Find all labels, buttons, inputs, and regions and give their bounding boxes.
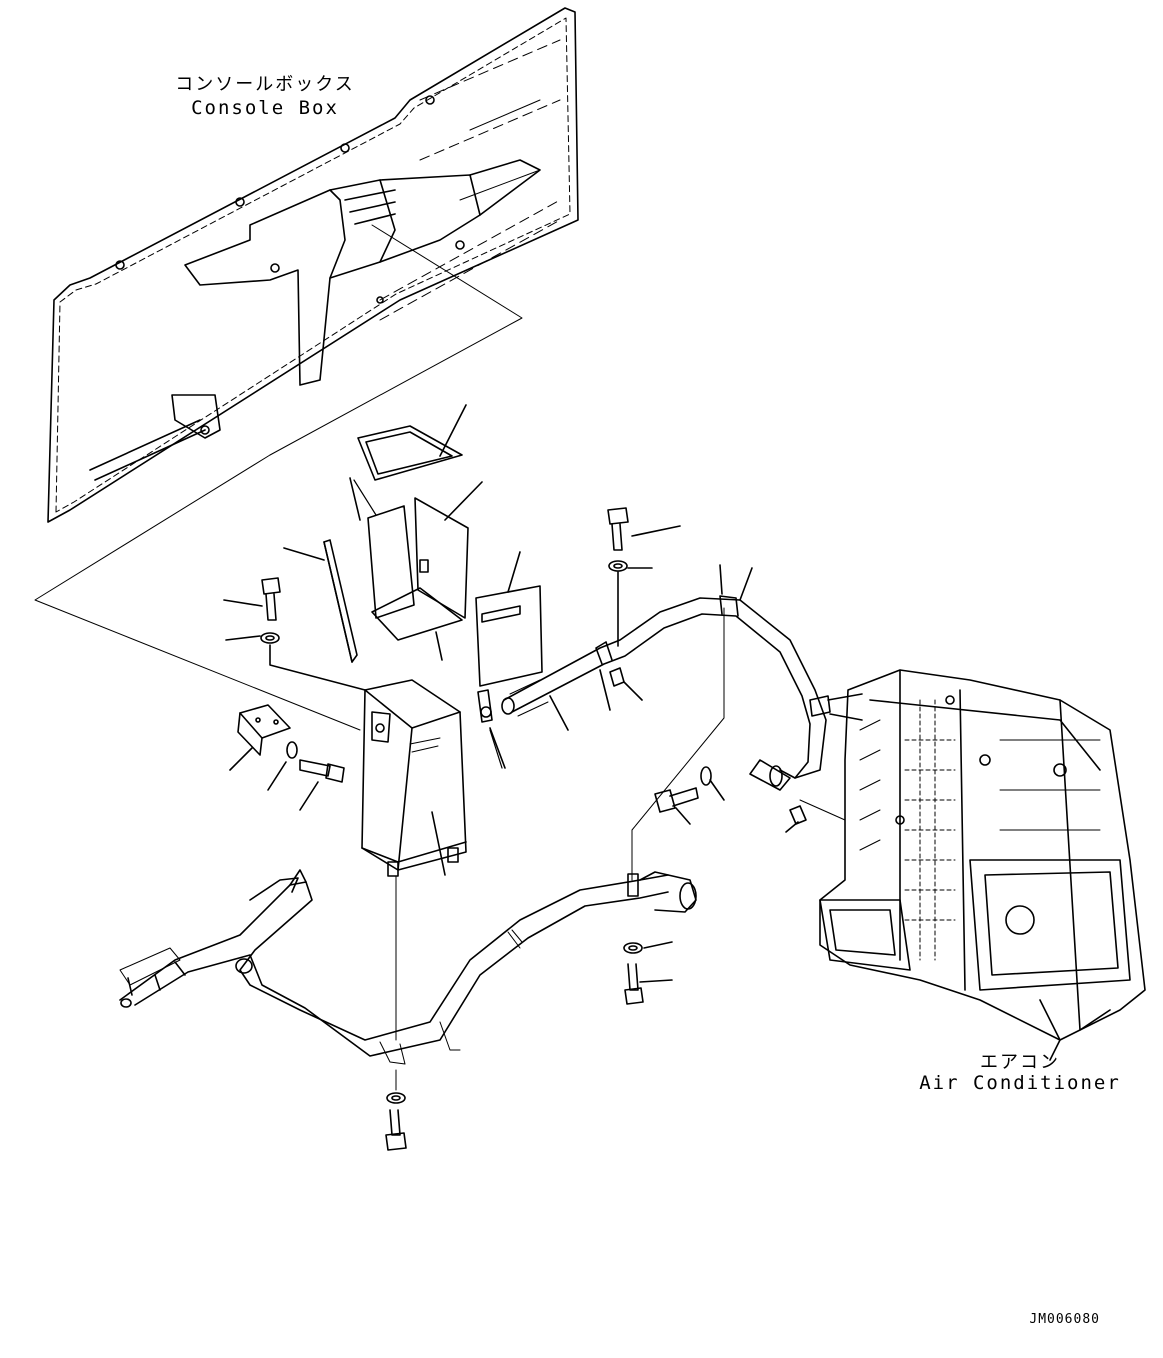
console-box-label-en: Console Box <box>191 97 339 119</box>
drawing-code: JM006080 <box>1029 1312 1100 1327</box>
washer-icon <box>286 741 298 759</box>
bolt-icon <box>654 787 699 813</box>
washer-icon <box>623 942 643 954</box>
washer-icon <box>700 766 712 786</box>
bolt-icon <box>261 577 281 621</box>
bolt-icon <box>299 759 345 783</box>
clamp-icon <box>609 667 625 687</box>
washer-icon <box>608 560 628 572</box>
container-box <box>361 679 467 877</box>
box-panels <box>283 404 543 687</box>
bolt-icon <box>385 1109 407 1151</box>
bolt-icon <box>624 963 644 1005</box>
duct-lower <box>119 869 697 1151</box>
washer-icon <box>386 1092 406 1104</box>
console-box-drawing <box>34 7 579 731</box>
console-box-label-ja: コンソールボックス <box>175 74 355 95</box>
air-conditioner-label-en: Air Conditioner <box>919 1072 1121 1094</box>
washer-icon <box>260 632 280 644</box>
air-conditioner-label-ja: エアコン <box>980 1052 1060 1073</box>
clamp-icon <box>477 689 493 723</box>
leader-lines <box>353 479 503 769</box>
hardware-center <box>631 607 725 881</box>
hardware-left <box>223 577 366 811</box>
air-conditioner-drawing <box>799 669 1146 1061</box>
duct-hose-upper <box>477 507 863 833</box>
bolt-icon <box>607 507 629 551</box>
clamp-icon <box>789 805 807 825</box>
